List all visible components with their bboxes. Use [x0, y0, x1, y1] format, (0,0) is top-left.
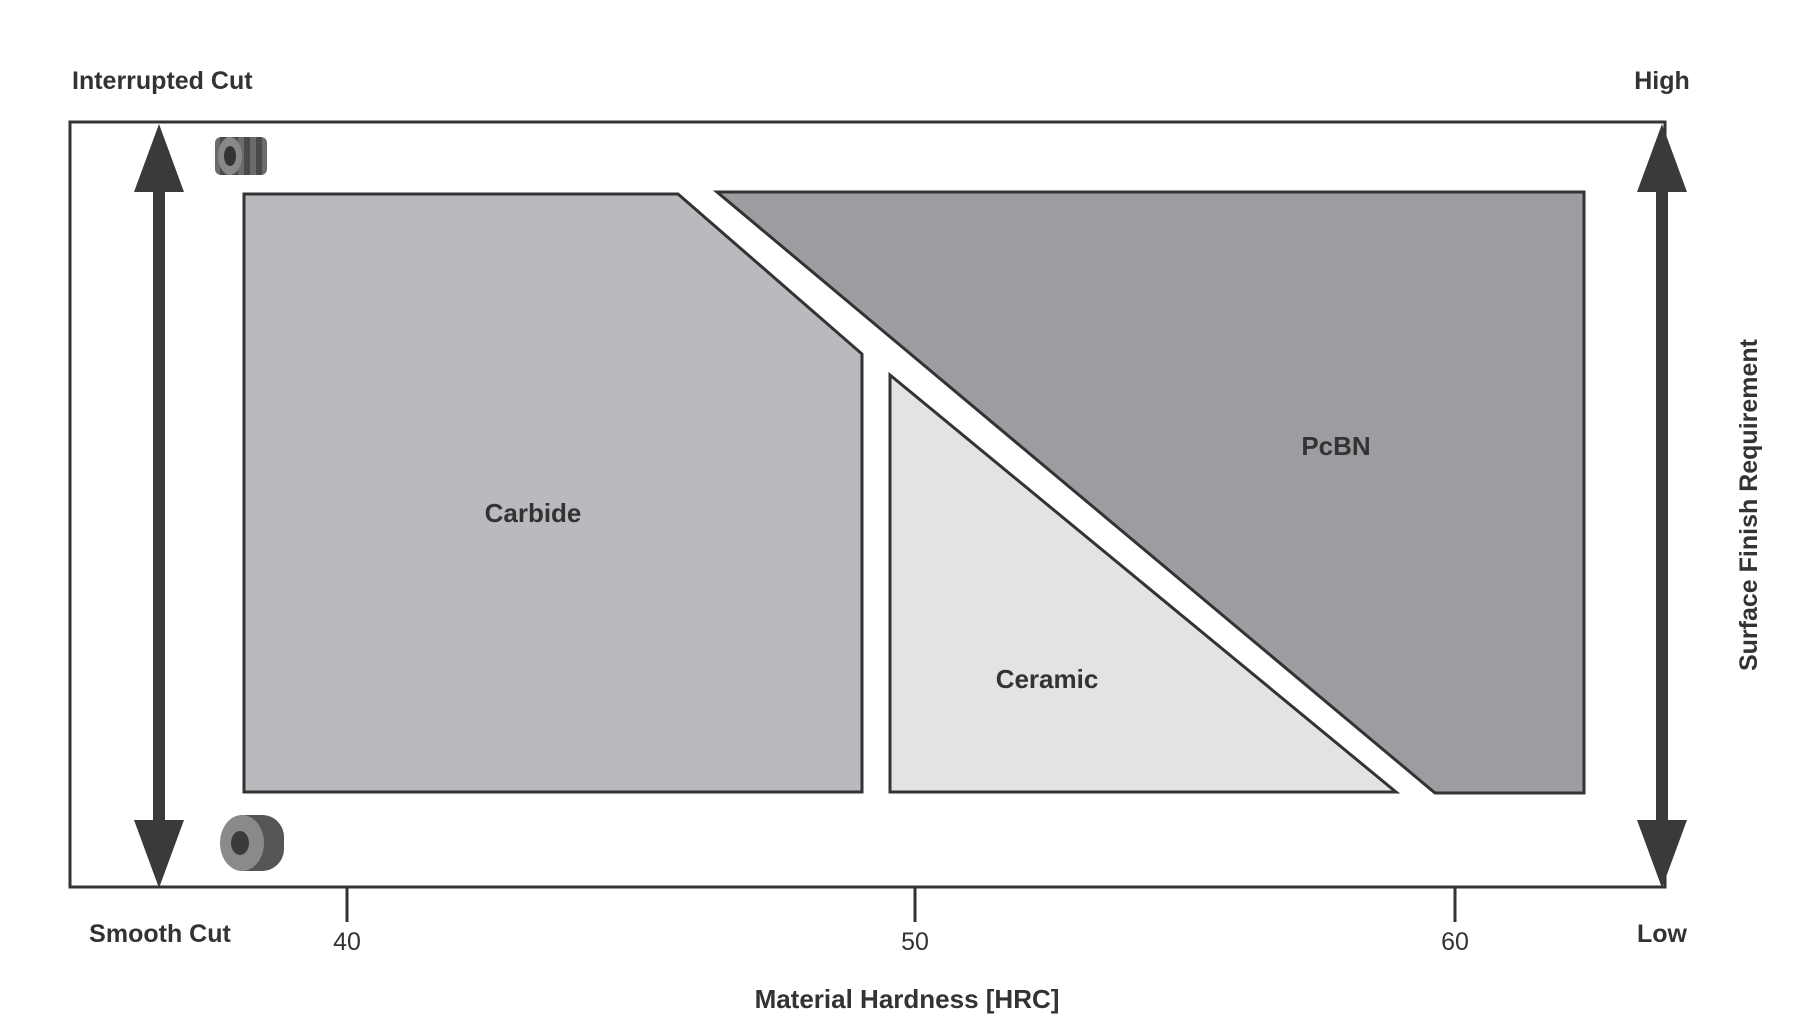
- carbide-label: Carbide: [485, 498, 582, 528]
- ceramic-region: [888, 371, 1401, 794]
- x-tick-label-40: 40: [333, 928, 361, 956]
- pcbn-region: [712, 190, 1586, 795]
- high-label: High: [1634, 67, 1690, 95]
- ceramic-label: Ceramic: [996, 664, 1099, 694]
- surface-finish-title: Surface Finish Requirement: [1735, 338, 1763, 671]
- x-tick-40: 40: [333, 887, 361, 956]
- smooth-cylinder-icon: [220, 815, 284, 871]
- x-tick-label-50: 50: [901, 928, 929, 956]
- right-double-arrow: [1637, 124, 1687, 888]
- material-hardness-title: Material Hardness [HRC]: [755, 984, 1060, 1014]
- smooth-cut-label: Smooth Cut: [89, 920, 231, 948]
- x-tick-50: 50: [901, 887, 929, 956]
- gear-cylinder-icon: [215, 137, 267, 175]
- pcbn-label: PcBN: [1301, 431, 1370, 461]
- x-tick-60: 60: [1441, 887, 1469, 956]
- carbide-region: [242, 192, 864, 794]
- x-tick-label-60: 60: [1441, 928, 1469, 956]
- interrupted-cut-label: Interrupted Cut: [72, 67, 253, 95]
- low-label: Low: [1637, 920, 1688, 948]
- left-double-arrow: [134, 124, 184, 888]
